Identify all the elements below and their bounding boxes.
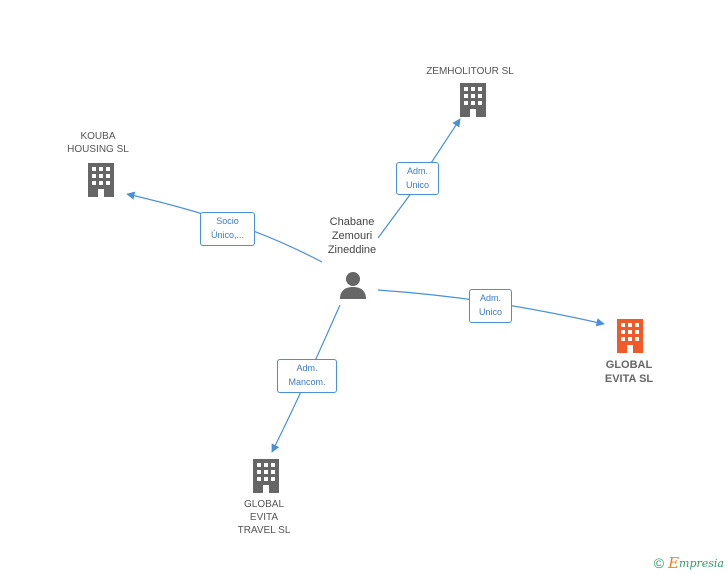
copyright-icon: © [653, 555, 665, 571]
edge-label-global-evita-travel[interactable]: Adm. Mancom. [277, 359, 337, 393]
company-label-zemholitour[interactable]: ZEMHOLITOUR SL [426, 66, 514, 77]
company-label-global-evita[interactable]: GLOBAL EVITA SL [604, 359, 654, 385]
building-icon[interactable] [614, 316, 646, 356]
building-icon[interactable] [85, 160, 117, 200]
building-icon[interactable] [457, 80, 489, 120]
building-icon[interactable] [250, 456, 282, 496]
company-label-kouba[interactable]: KOUBA HOUSING SL [67, 131, 129, 155]
edge-label-kouba[interactable]: Socio Único,... [200, 212, 255, 246]
person-name-label: Chabane Zemouri Zineddine [327, 216, 377, 256]
person-icon[interactable] [337, 268, 369, 300]
company-label-global-evita-travel[interactable]: GLOBAL EVITA TRAVEL SL [237, 499, 291, 536]
brand-logo-text: mpresia [679, 556, 724, 570]
edge-label-zemholitour[interactable]: Adm. Unico [396, 162, 439, 195]
brand-logo-initial: E [668, 554, 680, 572]
edge-label-global-evita[interactable]: Adm. Unico [469, 289, 512, 323]
